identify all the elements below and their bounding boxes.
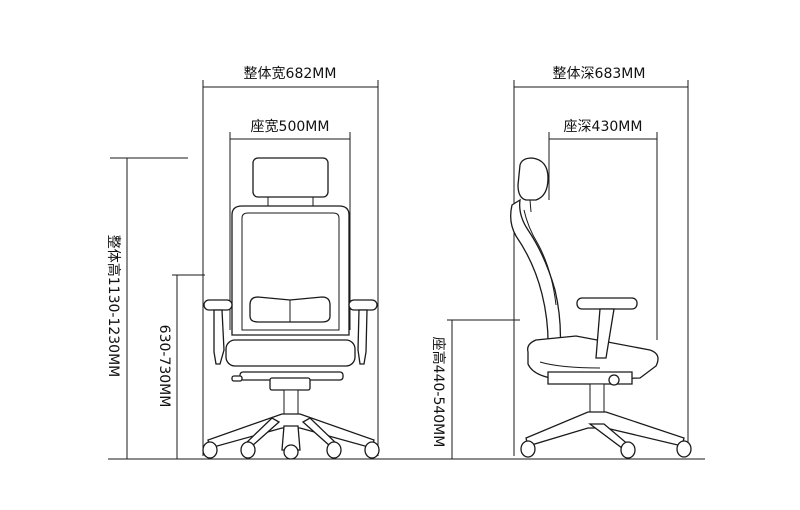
chair-front-view bbox=[202, 157, 380, 460]
side-dimension-lines bbox=[447, 80, 689, 459]
seat-width-label: 座宽500MM bbox=[251, 118, 330, 135]
overall-depth-label: 整体深683MM bbox=[553, 66, 646, 82]
overall-height-label: 整体高1130-1230MM bbox=[105, 235, 122, 377]
seat-height-label: 座高440-540MM bbox=[430, 337, 447, 448]
front-dimension-lines bbox=[110, 80, 379, 459]
overall-width-label: 整体宽682MM bbox=[244, 65, 337, 82]
chair-side-view bbox=[510, 157, 692, 459]
armrest-height-label: 630-730MM bbox=[156, 325, 172, 408]
seat-depth-label: 座深430MM bbox=[564, 119, 643, 135]
